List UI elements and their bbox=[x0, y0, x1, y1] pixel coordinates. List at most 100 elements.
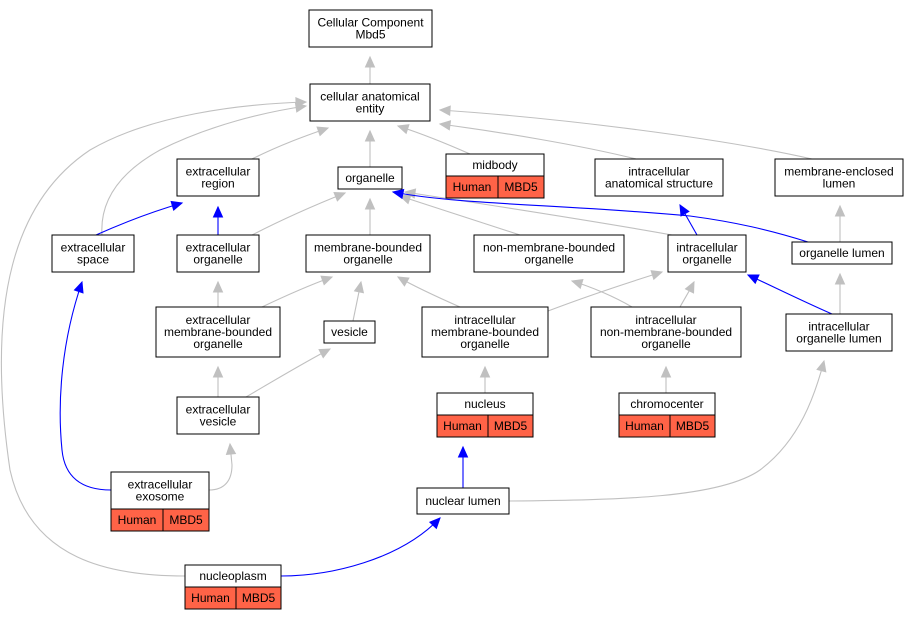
node-box bbox=[667, 234, 747, 273]
node-label-line: intracellular bbox=[454, 313, 515, 327]
node-box bbox=[51, 234, 135, 273]
node-box bbox=[590, 306, 742, 358]
edge-intracellular-non-membrane-bounded-organelle-to-intracellular-organelle bbox=[679, 280, 695, 308]
arrowhead bbox=[320, 275, 334, 286]
edge-extracellular-organelle-to-extracellular-region bbox=[212, 205, 224, 235]
node-label-line: intracellular bbox=[676, 241, 737, 255]
edge-extracellular-space-to-extracellular-region bbox=[95, 200, 184, 236]
edge-line bbox=[439, 123, 637, 160]
node-label-line: organelle bbox=[460, 337, 510, 351]
node-label-line: anatomical structure bbox=[605, 177, 713, 191]
arrowhead bbox=[428, 517, 441, 530]
node-label-line: intracellular bbox=[628, 165, 689, 179]
arrowhead bbox=[398, 194, 412, 205]
edge-membrane-bounded-organelle-to-organelle bbox=[364, 197, 376, 235]
node-label-line: membrane-bounded bbox=[314, 241, 422, 255]
arrowhead bbox=[364, 197, 376, 210]
edge-line bbox=[59, 281, 112, 491]
node-box bbox=[791, 241, 893, 265]
edge-line bbox=[747, 274, 833, 315]
edge-intracellular-membrane-bounded-organelle-to-membrane-bounded-organelle bbox=[396, 276, 461, 308]
arrowhead bbox=[479, 365, 491, 378]
annotation-gene: MBD5 bbox=[242, 591, 276, 605]
node-label-line: extracellular bbox=[186, 313, 251, 327]
node-label-line: extracellular bbox=[61, 241, 126, 255]
node-label-line: nucleus bbox=[464, 397, 505, 411]
node-box bbox=[176, 158, 260, 197]
node-vesicle[interactable]: vesicle bbox=[323, 320, 376, 344]
node-label-line: organelle bbox=[682, 253, 732, 267]
node-label-line: region bbox=[201, 177, 234, 191]
node-box bbox=[155, 306, 281, 358]
node-label-line: cellular anatomical bbox=[320, 90, 419, 104]
arrowhead bbox=[391, 188, 405, 200]
arrowhead bbox=[364, 129, 376, 142]
edge-organelle-lumen-to-organelle bbox=[391, 188, 809, 243]
node-organelle[interactable]: organelle bbox=[337, 166, 403, 190]
edge-nucleoplasm-to-cellular-anatomical-entity bbox=[0, 97, 308, 577]
node-label-line: organelle bbox=[345, 171, 395, 185]
edge-intracellular-non-membrane-bounded-organelle-to-non-membrane-bounded-organelle bbox=[570, 278, 633, 308]
annotation-cell bbox=[497, 175, 545, 199]
node-box bbox=[337, 166, 403, 190]
annotation-cell bbox=[487, 414, 534, 438]
arrowhead bbox=[316, 126, 330, 137]
edge-extracellular-region-to-cellular-anatomical-entity bbox=[251, 126, 330, 160]
node-label-line: organelle lumen bbox=[799, 246, 884, 260]
edge-extracellular-membrane-bounded-organelle-to-membrane-bounded-organelle bbox=[261, 275, 334, 308]
node-organelle-lumen[interactable]: organelle lumen bbox=[791, 241, 893, 265]
annotation-gene: MBD5 bbox=[504, 180, 538, 194]
node-intracellular-non-membrane-bounded-organelle[interactable]: intracellularnon-membrane-boundedorganel… bbox=[590, 306, 742, 358]
edge-extracellular-exosome-to-extracellular-vesicle bbox=[208, 442, 237, 491]
edge-membrane-enclosed-lumen-to-cellular-anatomical-entity bbox=[438, 105, 813, 160]
node-label-line: extracellular bbox=[186, 241, 251, 255]
edge-line bbox=[280, 517, 441, 577]
node-box bbox=[416, 487, 510, 515]
node-box bbox=[785, 313, 893, 352]
annotation-species: Human bbox=[191, 591, 230, 605]
node-nuclear-lumen[interactable]: nuclear lumen bbox=[416, 487, 510, 515]
arrowhead bbox=[212, 365, 224, 378]
node-box bbox=[110, 471, 210, 510]
edge-intracellular-anatomical-structure-to-cellular-anatomical-entity bbox=[438, 120, 637, 160]
node-label-line: lumen bbox=[823, 177, 856, 191]
edge-line bbox=[392, 191, 809, 243]
node-label-line: entity bbox=[356, 102, 385, 116]
node-label-line: organelle bbox=[524, 253, 574, 267]
node-box bbox=[305, 234, 431, 273]
edge-line bbox=[261, 276, 333, 308]
edge-line bbox=[397, 125, 471, 155]
node-label-line: Mbd5 bbox=[355, 28, 385, 42]
edge-intracellular-organelle-lumen-to-organelle-lumen bbox=[834, 272, 846, 314]
arrowhead bbox=[650, 270, 664, 281]
node-label-line: organelle bbox=[641, 337, 691, 351]
edge-nucleus-to-intracellular-membrane-bounded-organelle bbox=[479, 365, 491, 393]
node-label-line: organelle bbox=[193, 337, 243, 351]
arrowhead bbox=[438, 105, 451, 116]
edge-nuclear-lumen-to-intracellular-organelle-lumen bbox=[508, 359, 827, 502]
edge-extracellular-organelle-to-organelle bbox=[251, 192, 347, 236]
annotation-gene: MBD5 bbox=[494, 419, 528, 433]
arrowhead bbox=[684, 280, 695, 294]
edge-line bbox=[208, 443, 233, 491]
